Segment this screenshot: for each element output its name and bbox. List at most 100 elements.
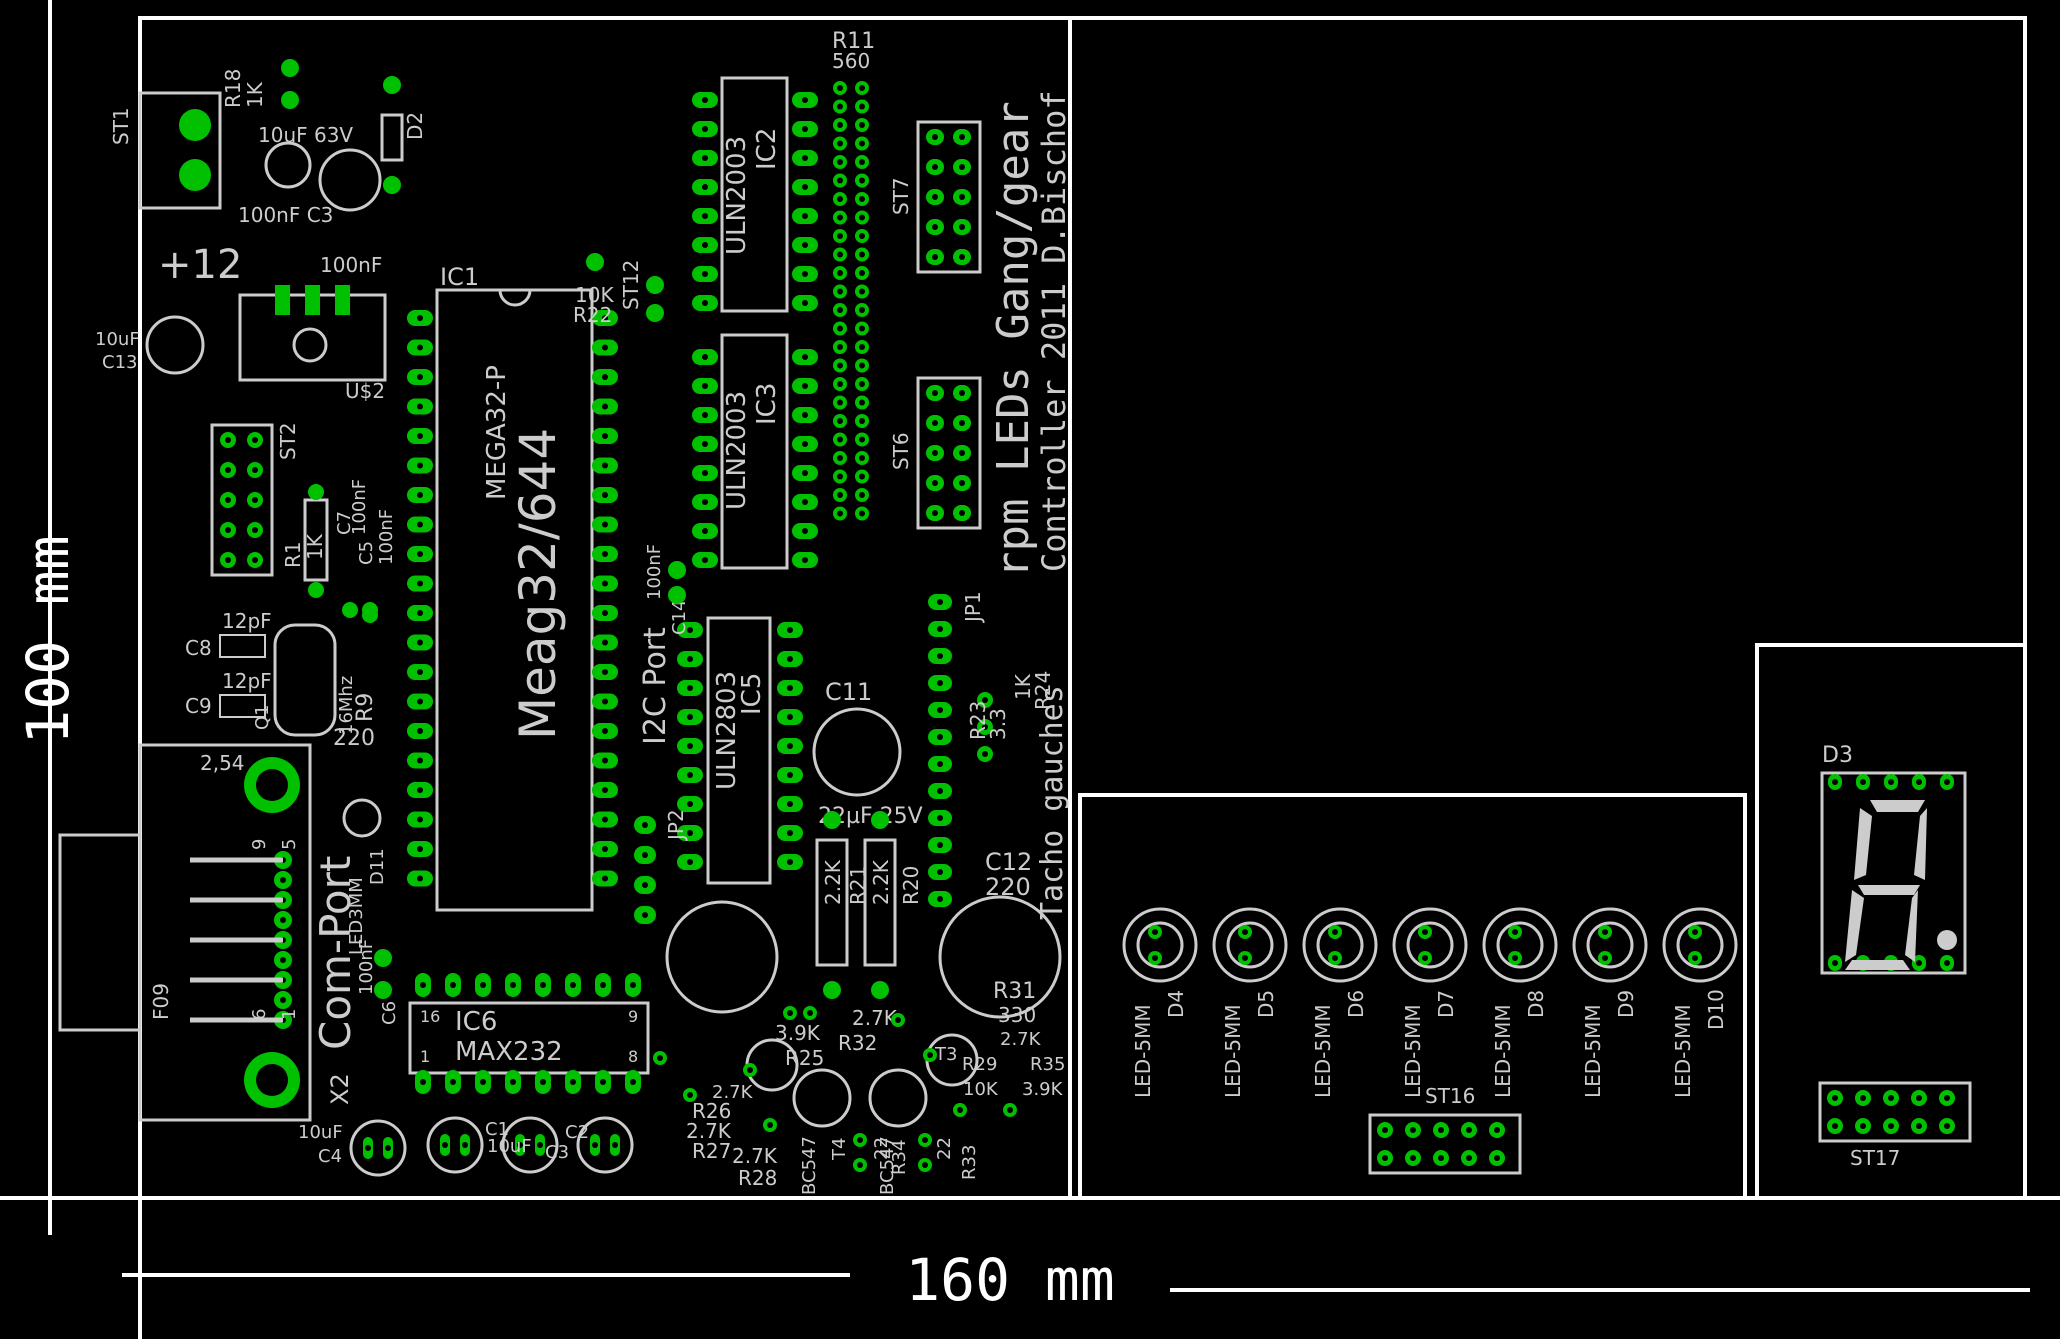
pad-hole	[937, 896, 943, 902]
ic1-label: IC1	[440, 263, 479, 291]
pad-hole	[1860, 1095, 1866, 1101]
r11-value: 560	[832, 49, 870, 73]
pad-hole	[540, 1079, 546, 1085]
pad-hole	[540, 982, 546, 988]
d7-type: LED-5MM	[1401, 1004, 1425, 1098]
ic6-type-label: MAX232	[455, 1037, 563, 1067]
pad-hole	[837, 418, 843, 424]
pad-hole	[417, 374, 423, 380]
pad-hole	[932, 194, 938, 200]
r33-label: R33	[959, 1145, 980, 1180]
pad-hole	[600, 982, 606, 988]
component-outline	[501, 1116, 559, 1174]
c9-label: C9	[185, 694, 212, 718]
pad-hole	[802, 528, 808, 534]
component-outline	[1482, 907, 1558, 983]
t3-label: T3	[934, 1044, 957, 1065]
c9-value: 12pF	[222, 669, 272, 693]
pad-hole	[417, 669, 423, 675]
pad	[281, 59, 299, 77]
pad-hole	[417, 551, 423, 557]
pad-hole	[480, 982, 486, 988]
c1-label: C1	[485, 1119, 509, 1140]
resistor-r20	[863, 838, 897, 967]
pin5-label: 5	[279, 839, 300, 850]
pad-hole	[1916, 779, 1922, 785]
d8-type: LED-5MM	[1491, 1004, 1515, 1098]
pad-hole	[859, 270, 865, 276]
pad-hole	[225, 467, 231, 473]
capacitor-large	[665, 900, 779, 1014]
d8-label: D8	[1524, 990, 1548, 1018]
component-outline	[576, 1116, 634, 1174]
pad-hole	[602, 787, 608, 793]
pad-hole	[252, 557, 258, 563]
pad-hole	[602, 551, 608, 557]
pad-hole	[937, 842, 943, 848]
pad-hole	[802, 126, 808, 132]
pad-hole	[417, 433, 423, 439]
pad-hole	[417, 403, 423, 410]
pad-hole	[787, 1010, 793, 1016]
pad-hole	[642, 912, 648, 918]
st6-st7-pins	[926, 129, 971, 521]
pad-hole	[417, 492, 423, 498]
pad-hole	[802, 155, 808, 161]
ic2-ic3-pins	[692, 92, 818, 568]
d9-label: D9	[1614, 990, 1638, 1018]
pad-hole	[1242, 955, 1248, 961]
pad-hole	[1332, 929, 1338, 935]
q1-value: 16Mhz	[336, 676, 357, 735]
st1-terminal: ST1	[109, 91, 222, 210]
pad-hole	[859, 177, 865, 184]
pad-hole	[859, 362, 865, 369]
st17-header	[1818, 1081, 1972, 1143]
pad-hole	[537, 1142, 543, 1148]
r31-label: R31	[993, 979, 1036, 1004]
d9-type: LED-5MM	[1581, 1004, 1605, 1098]
pad-hole	[702, 155, 708, 161]
pad-hole	[837, 344, 843, 350]
pad	[308, 582, 324, 598]
pad-hole	[687, 830, 693, 836]
c14-label: C14	[669, 600, 690, 635]
jp2-pins	[634, 816, 656, 924]
pad-hole	[1382, 1127, 1388, 1133]
led-row	[1122, 907, 1738, 983]
pad-hole	[837, 140, 843, 147]
pad-hole	[417, 462, 423, 469]
pad-hole	[1152, 955, 1158, 961]
pad-hole	[417, 639, 423, 646]
pad-hole	[1242, 929, 1248, 935]
pad-hole	[859, 307, 865, 313]
pad-hole	[417, 580, 423, 587]
pad-hole	[592, 1142, 598, 1148]
pad-hole	[1438, 1127, 1444, 1133]
pad-hole	[922, 1137, 928, 1143]
c6-value: 100nF	[356, 939, 377, 995]
component-outline	[1226, 921, 1274, 969]
component-outline	[1212, 907, 1288, 983]
pad	[823, 811, 841, 829]
pad-hole	[420, 982, 426, 988]
pad-hole	[280, 917, 286, 923]
pin9-label: 9	[249, 839, 270, 850]
pad	[646, 304, 664, 322]
d3-label: D3	[1822, 743, 1853, 768]
pad-hole	[602, 433, 608, 439]
resistor-array	[833, 81, 869, 521]
component-outline	[1676, 921, 1724, 969]
c8-label: C8	[185, 636, 212, 660]
pad-hole	[959, 194, 965, 200]
r21-label: R21	[846, 866, 870, 905]
ic6-max232	[408, 1001, 650, 1075]
pad-hole	[895, 1017, 901, 1023]
pad-hole	[802, 441, 808, 447]
pad-hole	[702, 184, 708, 190]
pad-hole	[417, 610, 423, 616]
pad-hole	[1832, 779, 1838, 785]
pad-hole	[859, 122, 865, 128]
seven-segment-digit	[1845, 800, 1957, 970]
d5-label: D5	[1254, 990, 1278, 1018]
